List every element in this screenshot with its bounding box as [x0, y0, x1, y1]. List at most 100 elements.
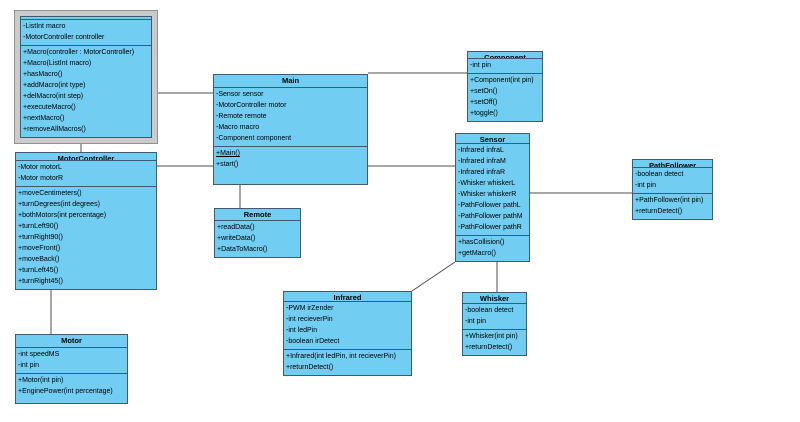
class-method-compartment-infrared: +Infrared(int ledPin, int recieverPin) +r…	[284, 349, 411, 375]
class-attribute-sensor: -Whisker whiskerR	[458, 191, 517, 198]
class-method-main: +start()	[216, 161, 239, 168]
class-method-motorcontroller: +moveBack()	[18, 256, 60, 263]
class-method-infrared: +returnDetect()	[286, 364, 334, 371]
connector-sensor-infrared	[411, 261, 456, 292]
class-attribute-motorcontroller: -Motor motorL	[18, 164, 62, 171]
class-method-macro: +hasMacro()	[23, 71, 63, 78]
class-attribute-compartment-motor: -int speedMS -int pin	[16, 347, 127, 373]
class-attribute-infrared: -boolean irDetect	[286, 338, 340, 345]
class-attribute-compartment-component: -int pin	[468, 58, 542, 73]
class-method-whisker: +Whisker(int pin)	[465, 333, 518, 340]
class-method-macro: +removeAllMacros()	[23, 126, 86, 133]
class-method-motorcontroller: +turnRight45()	[18, 278, 63, 285]
class-method-motorcontroller: +turnDegrees(int degrees)	[18, 201, 100, 208]
class-method-pathfollower: +returnDetect()	[635, 208, 683, 215]
class-title-component: Component	[484, 53, 526, 58]
class-title-main: Main	[281, 76, 300, 85]
class-attribute-macro: -ListInt macro	[23, 23, 66, 30]
class-method-remote: +writeData()	[217, 235, 256, 242]
class-title-remote: Remote	[243, 210, 272, 219]
class-title-motorcontroller: MotorController	[57, 154, 115, 160]
class-attribute-compartment-macro: -ListInt macro -MotorController controlle…	[21, 19, 151, 45]
class-attribute-whisker: -int pin	[465, 318, 487, 325]
class-attribute-macro: -MotorController controller	[23, 34, 105, 41]
class-attribute-sensor: -PathFollower pathM	[458, 213, 523, 220]
class-method-compartment-pathfollower: +PathFollower(int pin) +returnDetect()	[633, 193, 712, 219]
class-method-compartment-motor: +Motor(int pin) +EnginePower(int percenta…	[16, 373, 127, 403]
class-method-motorcontroller: +turnLeft90()	[18, 223, 59, 230]
class-method-component: +setOn()	[470, 88, 498, 95]
class-method-main: +Main()	[216, 150, 240, 157]
class-attribute-main: -Component component	[216, 135, 292, 142]
class-method-motorcontroller: +turnLeft45()	[18, 267, 59, 274]
class-attribute-main: -Macro macro	[216, 124, 260, 131]
class-attribute-sensor: -Infrared infraM	[458, 158, 506, 165]
class-method-component: +setOff()	[470, 99, 498, 106]
class-method-infrared: +Infrared(int ledPin, int recieverPin)	[286, 353, 396, 360]
class-method-sensor: +hasCollision()	[458, 239, 505, 246]
class-box-whisker[interactable]: Whisker -boolean detect -int pin +Whisker(i…	[462, 292, 527, 356]
class-attribute-sensor: -PathFollower pathR	[458, 224, 522, 231]
class-attribute-motor: -int pin	[18, 362, 40, 369]
class-method-macro: +addMacro(int type)	[23, 82, 86, 89]
class-method-motorcontroller: +moveFront()	[18, 245, 61, 252]
class-box-infrared[interactable]: Infrared-PWM irZender-int recieverPin-in…	[283, 291, 412, 376]
class-method-compartment-sensor: +hasCollision() +getMacro()	[456, 235, 529, 261]
class-method-macro: +nextMacro()	[23, 115, 65, 122]
class-attribute-main: -Remote remote	[216, 113, 267, 120]
class-method-motorcontroller: +turnRight90()	[18, 234, 63, 241]
class-attribute-pathfollower: -boolean detect	[635, 171, 684, 178]
class-method-compartment-motorcontroller: +moveCentimeters() +turnDegrees(int degre…	[16, 186, 156, 289]
class-method-whisker: +returnDetect()	[465, 344, 513, 351]
class-title-sensor: Sensor	[479, 135, 506, 143]
class-attribute-compartment-motorcontroller: -Motor motorL -Motor motorR	[16, 160, 156, 186]
class-method-component: +toggle()	[470, 110, 498, 117]
class-method-remote: +readData()	[217, 224, 255, 231]
class-method-pathfollower: +PathFollower(int pin)	[635, 197, 704, 204]
class-title-pathfollower: PathFollower	[648, 161, 697, 167]
class-method-component: +Component(int pin)	[470, 77, 534, 84]
class-attribute-motorcontroller: -Motor motorR	[18, 175, 64, 182]
class-attribute-sensor: -PathFollower pathL	[458, 202, 521, 209]
class-attribute-component: -int pin	[470, 62, 492, 69]
class-attribute-main: -MotorController motor	[216, 102, 287, 109]
class-attribute-compartment-whisker: -boolean detect -int pin	[463, 303, 526, 329]
class-attribute-sensor: -Infrared infraR	[458, 169, 506, 176]
class-box-component[interactable]: Component -int pin +Component(int pin) +set…	[467, 51, 543, 122]
class-method-motor: +Motor(int pin)	[18, 377, 64, 384]
class-method-sensor: +getMacro()	[458, 250, 496, 257]
class-attribute-main: -Sensor sensor	[216, 91, 264, 98]
class-attribute-whisker: -boolean detect	[465, 307, 514, 314]
class-attribute-sensor: -Infrared infraL	[458, 147, 504, 154]
class-method-macro: +Macro(controller : MotorController)	[23, 49, 135, 56]
class-box-sensor[interactable]: Sensor -Infrared infraL -Infrared infraM -I…	[455, 133, 530, 262]
class-method-compartment-component: +Component(int pin) +setOn() +setOff() +tog…	[468, 73, 542, 121]
class-attribute-infrared: -PWM irZender	[286, 305, 334, 312]
class-method-compartment-whisker: +Whisker(int pin) +returnDetect()	[463, 329, 526, 355]
class-method-motorcontroller: +moveCentimeters()	[18, 190, 82, 197]
class-attribute-compartment-pathfollower: -boolean detect -int pin	[633, 167, 712, 193]
class-attribute-sensor: -Whisker whiskerL	[458, 180, 516, 187]
class-title-macro: Macro	[21, 17, 151, 19]
class-attribute-pathfollower: -int pin	[635, 182, 657, 189]
class-title-whisker: Whisker	[479, 294, 510, 303]
class-method-macro: +Macro(ListInt macro)	[23, 60, 92, 67]
class-method-compartment-remote: +readData() +writeData() +DataToMacro()	[215, 220, 300, 257]
class-title-motor: Motor	[61, 336, 82, 345]
class-box-pathfollower[interactable]: PathFollower -boolean detect -int pin +Path…	[632, 159, 713, 220]
class-method-compartment-macro: +Macro(controller : MotorController) +Mac…	[21, 45, 151, 137]
class-attribute-motor: -int speedMS	[18, 351, 60, 358]
class-method-motorcontroller: +bothMotors(int percentage)	[18, 212, 107, 219]
class-box-motorcontroller[interactable]: MotorController-Motor motorL-Motor motor…	[15, 152, 157, 290]
class-box-motor[interactable]: Motor-int speedMS -int pin +Motor(int pin)…	[15, 334, 128, 404]
class-method-motor: +EnginePower(int percentage)	[18, 388, 113, 395]
class-method-remote: +DataToMacro()	[217, 246, 268, 253]
class-box-macro[interactable]: Macro -ListInt macro -MotorController cont…	[20, 16, 152, 138]
class-attribute-compartment-infrared: -PWM irZender-int recieverPin-int ledPin…	[284, 301, 411, 349]
class-box-main[interactable]: Main -Sensor sensor -MotorController motor…	[213, 74, 368, 185]
class-method-macro: +delMacro(int step)	[23, 93, 84, 100]
class-box-remote[interactable]: Remote +readData() +writeData() +DataToMacr…	[214, 208, 301, 258]
class-method-macro: +executeMacro()	[23, 104, 76, 111]
class-attribute-infrared: -int recieverPin	[286, 316, 333, 323]
